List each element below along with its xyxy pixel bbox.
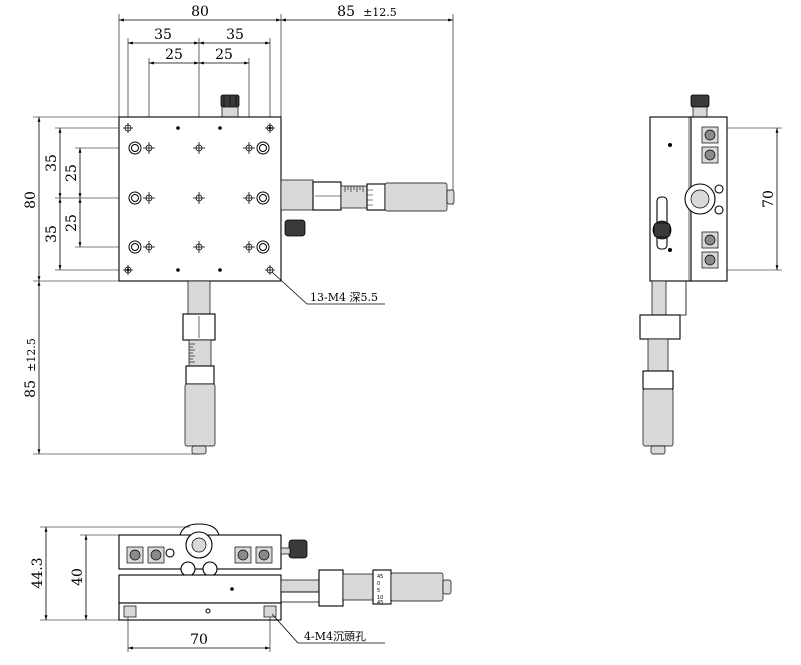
lock-knob-x-icon [284, 219, 306, 237]
side-micrometer-sleeve [647, 338, 669, 372]
dim-span-25-left: 25 [165, 47, 183, 63]
micrometer-x-mount [280, 179, 314, 211]
side-micrometer-mount [651, 280, 667, 316]
micrometer-x-barrel [384, 182, 448, 212]
dim-v-25-bottom: 25 [64, 214, 80, 232]
dim-travel-x-tol: ±12.5 [363, 6, 397, 19]
dim-span-35-right: 35 [226, 27, 244, 43]
scale-label-10: 10 [377, 595, 383, 601]
front-micrometer-ratchet [442, 579, 452, 595]
front-micrometer-barrel [390, 572, 444, 602]
front-adjuster-core [191, 537, 207, 553]
scale-label-0: 0 [377, 581, 380, 587]
front-base [118, 602, 282, 621]
side-micrometer-clamp [639, 314, 681, 340]
dim-front-44-3: 44.3 [30, 557, 46, 588]
side-knob-icon [690, 94, 710, 108]
scale-label-5: 5 [377, 588, 380, 594]
top-view: 80 85 ±12.5 35 35 25 25 80 35 35 [20, 1, 455, 455]
front-screws [126, 546, 273, 564]
dim-v-35-top: 35 [44, 154, 60, 172]
callout-13-m4: 13-M4 深5.5 [310, 291, 378, 304]
dim-travel-y-tol: ±12.5 [25, 338, 38, 372]
micrometer-y-mount [187, 280, 211, 315]
side-lock-grip [653, 222, 671, 238]
side-screws [701, 126, 719, 269]
dim-travel-x-value: 85 [337, 4, 355, 20]
side-adjuster-core [690, 189, 710, 209]
dim-span-35-left: 35 [154, 27, 172, 43]
micrometer-x-ratchet [446, 189, 455, 205]
dim-span-25-right: 25 [215, 47, 233, 63]
side-micrometer-ratchet [650, 445, 666, 455]
micrometer-y-ratchet [191, 445, 207, 455]
front-micrometer-scale: 45 0 5 10 45 [377, 574, 383, 606]
side-view: 70 [639, 94, 782, 455]
front-micrometer-sleeve [342, 573, 374, 601]
front-micrometer-clamp [318, 569, 344, 607]
micrometer-y [182, 280, 216, 455]
mounting-holes [123, 123, 275, 275]
callout-4-m4: 4-M4沉頭孔 [304, 630, 366, 643]
side-micrometer-thimble [642, 370, 674, 390]
micrometer-y-thimble [185, 365, 215, 385]
side-micrometer-barrel [642, 388, 674, 447]
micrometer-y-barrel [184, 383, 216, 447]
dim-side-70: 70 [761, 190, 777, 208]
dim-front-40: 40 [70, 568, 86, 586]
front-micrometer-mount [280, 579, 320, 593]
dim-v-25-top: 25 [64, 164, 80, 182]
dim-v-35-bottom: 35 [44, 225, 60, 243]
dim-width-80: 80 [191, 4, 209, 20]
dim-front-70: 70 [190, 632, 208, 648]
front-view: 45 0 5 10 45 44.3 40 70 4-M4沉頭孔 [30, 523, 452, 652]
scale-label-45-top: 45 [377, 574, 383, 580]
dim-height-80: 80 [23, 191, 39, 209]
front-lower-block [118, 574, 282, 604]
scale-label-45-bottom: 45 [377, 600, 383, 606]
dim-travel-x: 85 ±12.5 [337, 1, 397, 20]
side-knob-stem [692, 106, 708, 118]
dim-travel-y-value: 85 [23, 380, 39, 398]
micrometer-x-thimble [366, 183, 386, 211]
micrometer-x [280, 179, 455, 237]
dim-travel-y: 85 ±12.5 [20, 338, 39, 398]
front-lock-knob-icon [288, 539, 308, 559]
top-knob-stem [221, 105, 239, 118]
